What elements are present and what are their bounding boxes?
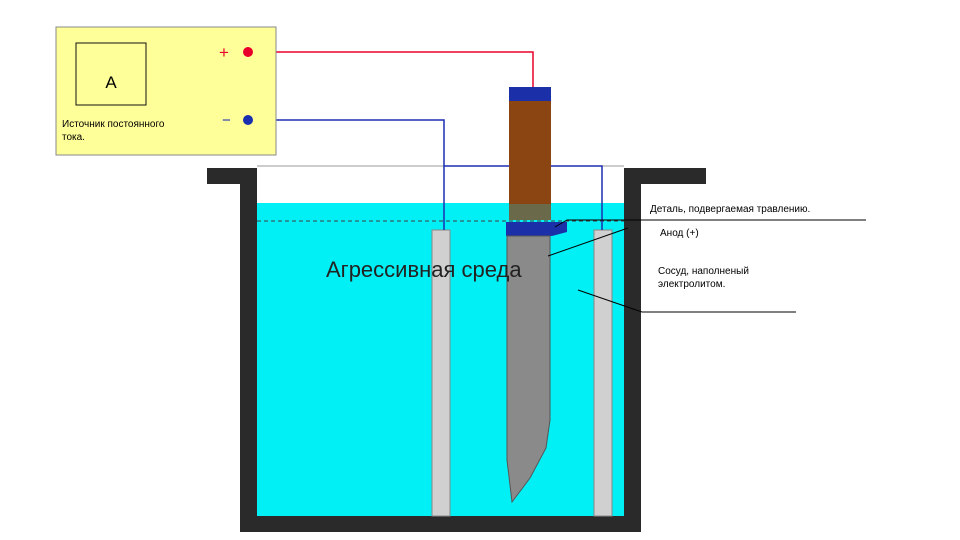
- right-cathode-plate: [593, 229, 613, 517]
- vessel-label-line1: Сосуд, наполненый: [658, 266, 749, 277]
- ammeter-label: А: [105, 73, 117, 92]
- anode-callout-line: [547, 227, 629, 257]
- anode-label: Анод (+): [660, 228, 699, 239]
- vessel-right-rim: [624, 168, 706, 184]
- negative-wire: [248, 119, 445, 230]
- knife-guard: [506, 222, 567, 236]
- negative-wire-branch: [444, 165, 603, 230]
- power-source-box: [55, 26, 277, 156]
- knife-handle-top-cap: [509, 87, 551, 101]
- vessel-left-wall: [240, 168, 257, 532]
- knife-handle-ring: [509, 204, 551, 220]
- vessel-callout-line: [577, 289, 796, 313]
- vessel-label-line2: электролитом.: [658, 279, 725, 290]
- positive-wire: [248, 51, 534, 88]
- plus-sign: +: [219, 43, 229, 62]
- positive-terminal: [243, 47, 253, 57]
- knife-blade: [506, 235, 551, 504]
- medium-label: Агрессивная среда: [326, 257, 522, 282]
- knife-handle: [509, 101, 551, 204]
- minus-sign: −: [222, 112, 231, 129]
- ammeter-box: [75, 42, 147, 106]
- vessel-bottom: [240, 516, 641, 532]
- source-caption-line1: Источник постоянного: [62, 119, 165, 130]
- part-callout-line: [554, 219, 866, 228]
- vessel: [207, 168, 706, 532]
- source-caption-line2: тока.: [62, 132, 85, 143]
- left-cathode-plate: [431, 229, 451, 517]
- vessel-right-wall: [624, 168, 641, 532]
- negative-terminal: [243, 115, 253, 125]
- part-label: Деталь, подвергаемая травлению.: [650, 204, 810, 215]
- knife-part: [506, 87, 567, 504]
